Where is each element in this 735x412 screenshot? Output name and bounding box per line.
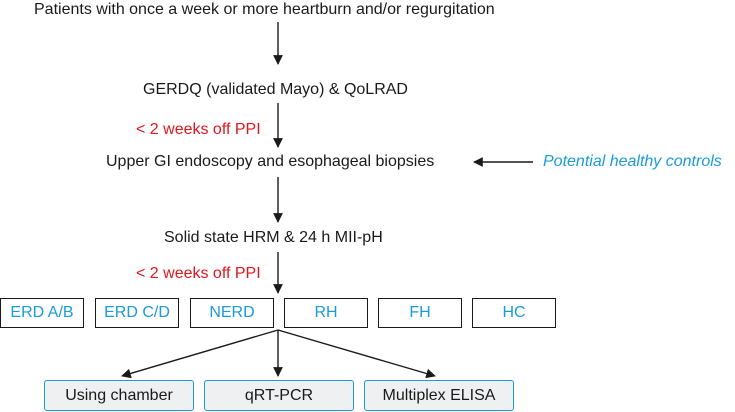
group-nerd: NERD (190, 298, 274, 328)
patients-criteria: Patients with once a week or more heartb… (34, 1, 495, 18)
group-hc: HC (472, 298, 556, 328)
off-ppi-note-1: < 2 weeks off PPI (136, 121, 261, 138)
off-ppi-note-2: < 2 weeks off PPI (136, 265, 261, 282)
group-fh: FH (378, 298, 462, 328)
arrow-groups-to-elisa (277, 329, 436, 379)
group-rh: RH (284, 298, 368, 328)
endoscopy-step: Upper GI endoscopy and esophageal biopsi… (106, 153, 435, 170)
assay-multiplex-elisa: Multiplex ELISA (364, 380, 514, 411)
hrm-step: Solid state HRM & 24 h MII-pH (164, 229, 383, 246)
group-erd-ab: ERD A/B (0, 298, 84, 328)
group-erd-cd: ERD C/D (95, 298, 179, 328)
assay-qrt-pcr: qRT-PCR (204, 380, 354, 411)
assay-using-chamber: Using chamber (44, 380, 194, 411)
healthy-controls-label: Potential healthy controls (543, 153, 722, 170)
arrow-groups-to-using-chamber (121, 329, 279, 379)
questionnaire-step: GERDQ (validated Mayo) & QoLRAD (143, 81, 408, 98)
